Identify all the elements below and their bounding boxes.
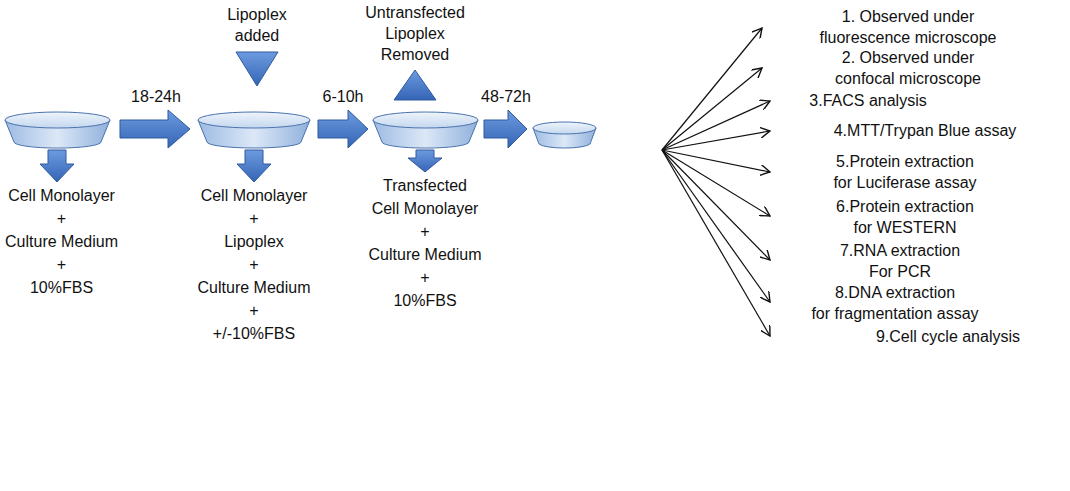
node-text: Culture Medium [3, 230, 120, 253]
block-arrow [408, 150, 442, 172]
node-text: + [3, 253, 120, 276]
node-text: 10%FBS [3, 276, 120, 299]
node-text: Culture Medium [367, 243, 484, 266]
node-text: 1. Observed under [818, 6, 999, 27]
culture-dish [533, 122, 596, 148]
node-text: for Luciferase assay [831, 172, 979, 193]
condition-caption: Cell Monolayer+Lipoplex+Culture Medium++… [196, 184, 313, 345]
analysis-item: 3.FACS analysis [807, 90, 929, 111]
culture-dish [5, 112, 110, 148]
node-text: for WESTERN [834, 217, 976, 238]
node-text: 3.FACS analysis [807, 90, 929, 111]
fan-arrow [662, 150, 770, 172]
condition-caption: TransfectedCell Monolayer+Culture Medium… [367, 174, 484, 312]
block-arrow [40, 150, 74, 182]
fan-arrow [662, 150, 770, 336]
node-text: + [367, 266, 484, 289]
node-text: 2. Observed under [833, 47, 983, 68]
node-text: 6.Protein extraction [834, 196, 976, 217]
node-text: Cell Monolayer [196, 184, 313, 207]
time-label: 48-72h [480, 86, 532, 107]
node-text: Lipoplex [196, 230, 313, 253]
node-text: 9.Cell cycle analysis [874, 326, 1023, 347]
analysis-item: 5.Protein extractionfor Luciferase assay [831, 151, 979, 193]
node-text: 8.DNA extraction [809, 282, 981, 303]
block-arrow [237, 150, 271, 182]
node-text: 4.MTT/Trypan Blue assay [832, 120, 1019, 141]
node-text: +/-10%FBS [196, 322, 313, 345]
node-text: Transfected [367, 174, 484, 197]
fan-arrow [662, 68, 762, 150]
analysis-item: 2. Observed underconfocal microscope [833, 47, 983, 89]
block-arrow [120, 110, 190, 148]
analysis-item: 4.MTT/Trypan Blue assay [832, 120, 1019, 141]
node-text: + [3, 207, 120, 230]
culture-dish [198, 112, 310, 148]
step-label: Lipoplex added [214, 4, 300, 46]
node-text: + [196, 207, 313, 230]
fan-arrow [662, 101, 770, 150]
time-label: 6-10h [322, 86, 365, 107]
node-text: Culture Medium [196, 276, 313, 299]
node-text: + [196, 253, 313, 276]
step-label: Untransfected Lipoplex Removed [355, 2, 475, 65]
analysis-item: 6.Protein extractionfor WESTERN [834, 196, 976, 238]
node-text: for fragmentation assay [809, 303, 981, 324]
add-triangle [236, 52, 278, 86]
analysis-item: 1. Observed underfluorescence microscope [818, 6, 999, 48]
condition-caption: Cell Monolayer+Culture Medium+10%FBS [3, 184, 120, 299]
fan-arrow [662, 28, 762, 150]
node-text: For PCR [838, 261, 963, 282]
node-text: Cell Monolayer [367, 197, 484, 220]
analysis-item: 8.DNA extractionfor fragmentation assay [809, 282, 981, 324]
node-text: 7.RNA extraction [838, 240, 963, 261]
node-text: Cell Monolayer [3, 184, 120, 207]
remove-triangle [394, 70, 436, 100]
block-arrow [318, 110, 368, 148]
fan-arrow [662, 150, 770, 302]
node-text: + [196, 299, 313, 322]
node-text: 5.Protein extraction [831, 151, 979, 172]
time-label: 18-24h [130, 86, 182, 107]
node-text: fluorescence microscope [818, 27, 999, 48]
analysis-item: 7.RNA extractionFor PCR [838, 240, 963, 282]
fan-arrow [662, 131, 770, 150]
block-arrow [484, 110, 527, 148]
node-text: + [367, 220, 484, 243]
node-text: confocal microscope [833, 68, 983, 89]
culture-dish [373, 112, 478, 148]
analysis-item: 9.Cell cycle analysis [874, 326, 1023, 347]
fan-arrow [662, 150, 770, 216]
node-text: 10%FBS [367, 289, 484, 312]
